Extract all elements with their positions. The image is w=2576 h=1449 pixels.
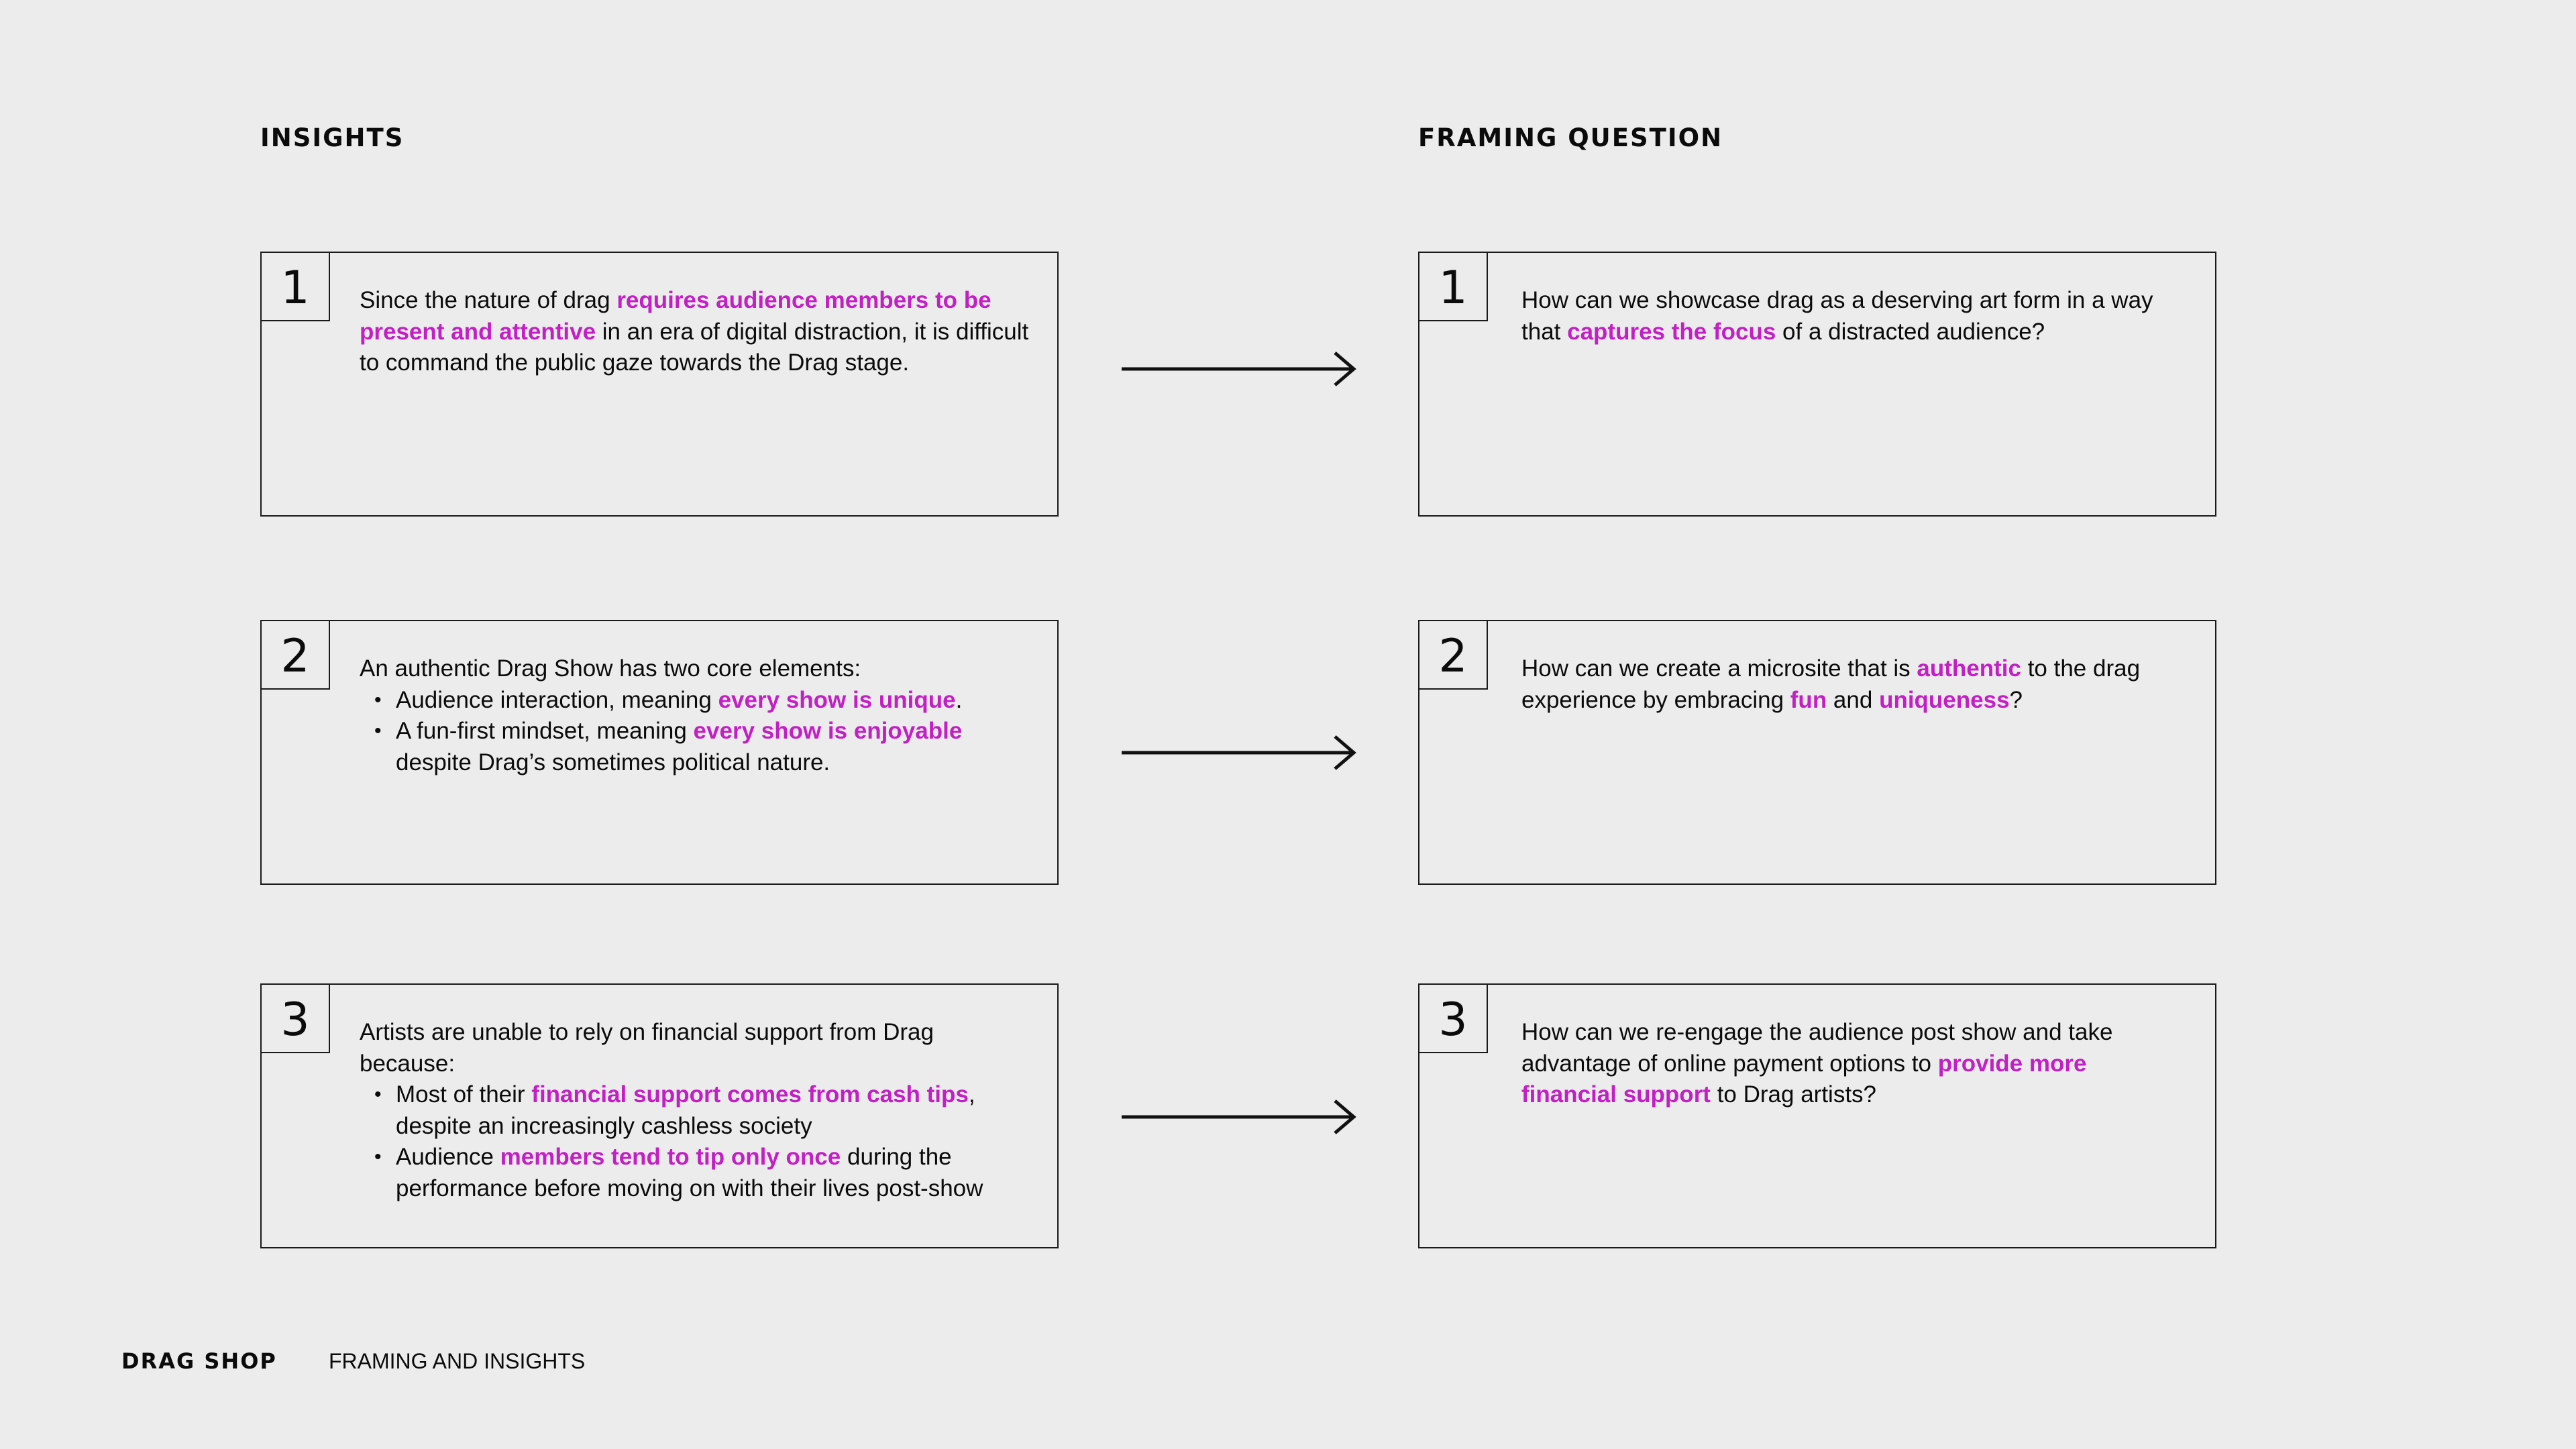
insight-number-2: 2 [260, 620, 330, 690]
framing-question-heading: FRAMING QUESTION [1418, 123, 1723, 152]
question-text-3: How can we re-engage the audience post s… [1521, 1019, 2113, 1108]
question-card-3: 3 How can we re-engage the audience post… [1418, 983, 2216, 1248]
question-text-2: How can we create a microsite that is au… [1521, 655, 2141, 713]
insight-card-3: 3 Artists are unable to rely on financia… [260, 983, 1059, 1248]
list-item: Audience members tend to tip only once d… [374, 1142, 1030, 1204]
list-item: Audience interaction, meaning every show… [374, 685, 1030, 716]
right-arrow-icon [1122, 1099, 1356, 1134]
question-number-2: 2 [1418, 620, 1488, 690]
list-item: Most of their financial support comes fr… [374, 1079, 1030, 1142]
question-text-1: How can we showcase drag as a deserving … [1521, 287, 2153, 345]
insight-card-2: 2 An authentic Drag Show has two core el… [260, 620, 1059, 885]
right-arrow-icon [1122, 352, 1356, 386]
highlight: requires audience members to be present … [360, 287, 991, 345]
footer-page-title: FRAMING AND INSIGHTS [329, 1349, 586, 1373]
question-card-2: 2 How can we create a microsite that is … [1418, 620, 2216, 885]
question-number-1: 1 [1418, 252, 1488, 321]
highlight: every show is unique [718, 686, 956, 713]
right-arrow-icon [1122, 735, 1356, 770]
footer-brand: DRAG SHOP [121, 1348, 277, 1374]
insight-text-2: An authentic Drag Show has two core elem… [360, 653, 1030, 778]
highlight: every show is enjoyable [693, 718, 963, 744]
insight-text-1: Since the nature of drag requires audien… [360, 287, 1029, 376]
list-item: A fun-first mindset, meaning every show … [374, 716, 1030, 778]
highlight: provide more financial support [1521, 1050, 2087, 1108]
highlight: authentic [1917, 655, 2021, 682]
highlight: members tend to tip only once [500, 1144, 841, 1170]
highlight: captures the focus [1567, 318, 1776, 345]
question-number-3: 3 [1418, 983, 1488, 1053]
insight-number-1: 1 [260, 252, 330, 321]
highlight: uniqueness [1879, 686, 2010, 713]
insights-heading: INSIGHTS [260, 123, 405, 152]
highlight: fun [1790, 686, 1827, 713]
question-card-1: 1 How can we showcase drag as a deservin… [1418, 252, 2216, 517]
insight-number-3: 3 [260, 983, 330, 1053]
highlight: financial support comes from cash tips [531, 1081, 969, 1108]
insight-card-1: 1 Since the nature of drag requires audi… [260, 252, 1059, 517]
insight-text-3: Artists are unable to rely on financial … [360, 1017, 1030, 1204]
